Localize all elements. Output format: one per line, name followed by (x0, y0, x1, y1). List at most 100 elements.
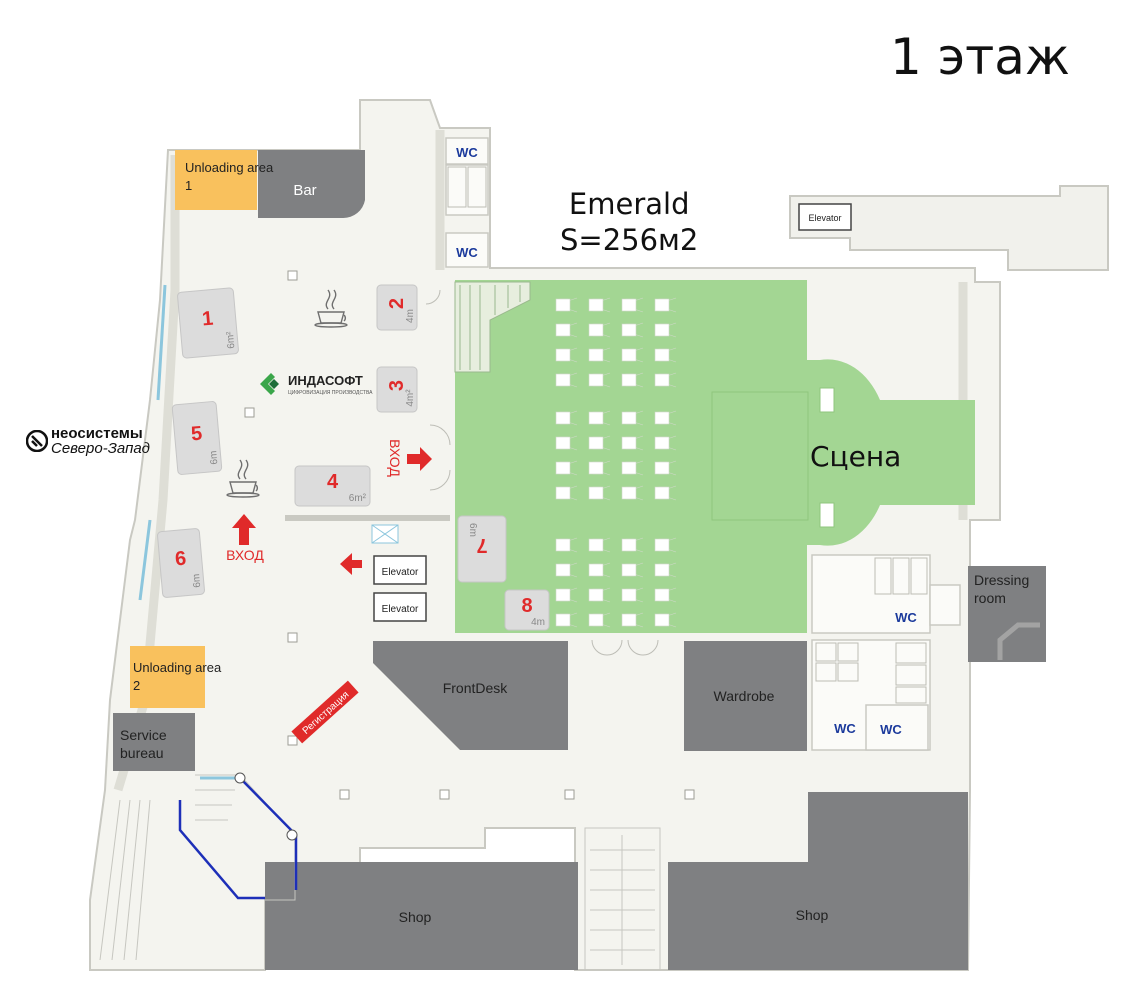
chair (654, 298, 670, 312)
chair (621, 486, 637, 500)
chair (588, 563, 604, 577)
booth-number: 3 (386, 380, 408, 391)
chair (588, 298, 604, 312)
booth-box (294, 465, 371, 507)
stage-label: Сцена (810, 440, 902, 473)
unloading-areas (130, 150, 257, 708)
booth-number: 4 (327, 471, 339, 493)
chair (555, 588, 571, 602)
chair (621, 323, 637, 337)
entrance-arrow-right (407, 447, 432, 471)
booth-box (457, 515, 507, 583)
top-right-corridor (789, 185, 1109, 271)
chair (654, 348, 670, 362)
booth-number: 7 (476, 534, 487, 556)
shop-label-right: Shop (796, 907, 829, 923)
wc-label-1: WC (456, 145, 478, 160)
chair (588, 373, 604, 387)
bar-label: Bar (293, 182, 316, 199)
booth-box (171, 401, 223, 475)
chair (588, 613, 604, 627)
chair (621, 613, 637, 627)
chair (588, 461, 604, 475)
chair (621, 436, 637, 450)
booth-size: 6m² (349, 493, 367, 504)
chair (555, 373, 571, 387)
chair (555, 461, 571, 475)
chair (588, 538, 604, 552)
dressing-room (968, 566, 1046, 662)
floor-title: 1 этаж (890, 28, 1070, 86)
coffee-icon (226, 459, 260, 498)
booth-size: 6m² (225, 330, 238, 349)
wc-label-4: WC (834, 721, 856, 736)
chair (555, 563, 571, 577)
booth-6: 6 6m (157, 528, 205, 598)
indasoft-logo-subtitle: ЦИФРОВИЗАЦИЯ ПРОИЗВОДСТВА (288, 390, 373, 396)
registration-tag (291, 680, 359, 744)
booth-box (376, 366, 418, 413)
neosystems-logo-line1: неосистемы (51, 425, 143, 442)
indasoft-logo: ИНДАСОФТ ЦИФРОВИЗАЦИЯ ПРОИЗВОДСТВА (259, 372, 372, 396)
booth-number: 8 (521, 595, 532, 617)
elevator-label-2: Elevator (382, 604, 419, 615)
indasoft-logo-icon (260, 373, 279, 395)
elevator-label-1: Elevator (382, 567, 419, 578)
toilet-stalls (447, 166, 928, 704)
chair (555, 538, 571, 552)
entrance-arrow-up (232, 514, 256, 545)
window-strips (138, 284, 240, 780)
chair (654, 588, 670, 602)
wc-label-3: WC (895, 610, 917, 625)
wardrobe-label: Wardrobe (714, 688, 775, 704)
bottom-center-stairs (584, 827, 661, 971)
bar-room (258, 150, 365, 219)
front-desk-room (373, 641, 568, 750)
chair (654, 461, 670, 475)
chair (588, 588, 604, 602)
chair (555, 298, 571, 312)
entrance-label-bottom: ВХОД (226, 547, 264, 563)
booth-7: 76m (457, 515, 507, 583)
elevator-boxes (373, 203, 852, 622)
booth-box (177, 287, 239, 359)
wardrobe-room (684, 641, 807, 751)
neosystems-logo-line2: Северо-Запад (51, 440, 150, 457)
chair (555, 436, 571, 450)
booth-size: 4m (531, 617, 545, 628)
booth-size: 6m (467, 523, 478, 537)
shop-label-left: Shop (399, 909, 432, 925)
booth-size: 6m (208, 450, 220, 465)
seating-chairs (555, 297, 677, 628)
dark-rooms (113, 150, 1046, 970)
booth-number: 1 (201, 308, 214, 331)
hall-label: Emerald S=256м2 (560, 186, 698, 258)
booth-size: 4m² (405, 389, 416, 407)
chair (654, 563, 670, 577)
chair (555, 486, 571, 500)
chair (654, 373, 670, 387)
entrance-label-side: ВХОД (387, 439, 403, 477)
booth-number: 6 (174, 548, 187, 571)
chair (654, 411, 670, 425)
booth-2: 24m (376, 284, 418, 331)
wc-label-2: WC (456, 245, 478, 260)
booth-1: 1 6m² (177, 287, 239, 359)
chair (654, 486, 670, 500)
neosystems-logo: неосистемы Северо-Запад (26, 426, 150, 456)
chair (621, 538, 637, 552)
doors (425, 289, 659, 656)
chair (555, 323, 571, 337)
booth-4: 4 6m² (294, 465, 371, 507)
chair (588, 486, 604, 500)
entrance-arrows (232, 447, 432, 575)
booth-size: 6m (191, 573, 203, 588)
neosystems-logo-icon (26, 430, 48, 452)
wc-label-5: WC (880, 722, 902, 737)
